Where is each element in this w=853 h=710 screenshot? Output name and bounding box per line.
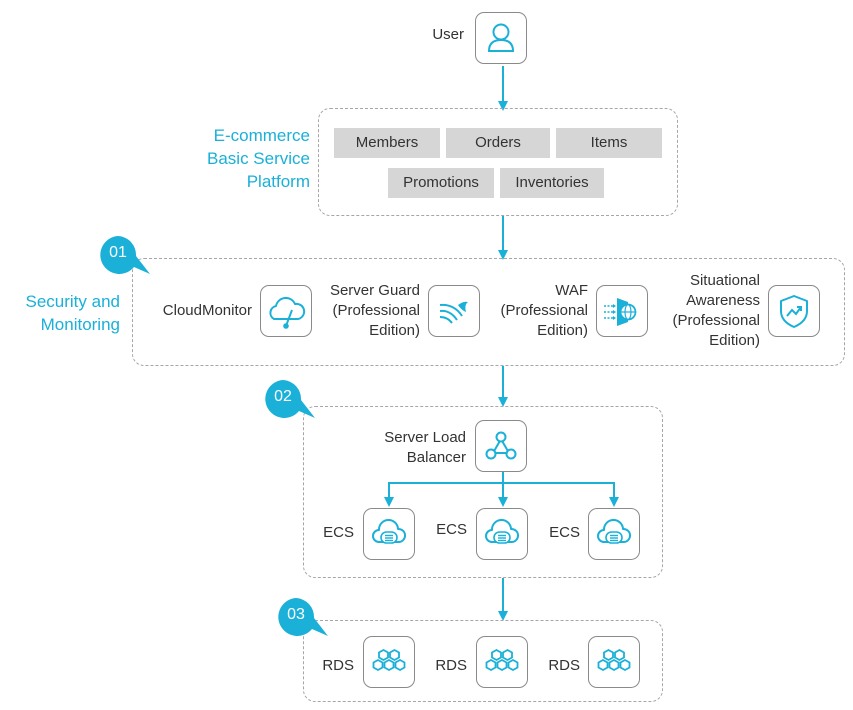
badge-shape [278,598,328,636]
waf-label-line: Edition) [537,322,588,339]
user-label: User [432,26,464,43]
slb-label-line: Balancer [406,449,466,466]
ecs-icon-box-3 [588,508,640,560]
server-guard-label-line: Edition) [369,322,420,339]
server-guard-icon [439,301,468,324]
chip-promotions: Promotions [388,168,494,198]
arrow-slb-to-ecs-right [503,482,619,507]
waf-label: WAF (Professional Edition) [478,281,588,341]
security-badge-number: 01 [109,244,127,261]
database-badge-number: 03 [287,606,305,623]
server-guard-label-line: Server Guard [329,282,420,299]
waf-icon-box [596,285,648,337]
arrow-slb-to-ecs-left [384,482,503,507]
ecs-label-1: ECS [323,524,354,541]
rds-icon-box-3 [588,636,640,688]
security-title-line: Security and [25,292,121,311]
chip-inventories: Inventories [500,168,604,198]
ecs-icon-box-1 [363,508,415,560]
compute-badge-number: 02 [274,388,292,405]
platform-title-line: Basic Service [207,149,310,168]
cloudmonitor-label: CloudMonitor [140,301,252,321]
cloudmonitor-label-line: CloudMonitor [162,302,252,319]
situational-awareness-label-line: Edition) [709,332,760,349]
ecs-icon [597,519,631,544]
ecs-icon-box-2 [476,508,528,560]
security-title-line: Monitoring [40,315,120,334]
cloudmonitor-icon-box [260,285,312,337]
user-icon [487,23,515,52]
situational-awareness-icon [780,295,808,328]
situational-awareness-icon-box [768,285,820,337]
slb-label-line: Server Load [384,429,466,446]
ecs-label-3: ECS [549,524,580,541]
situational-awareness-label-line: Situational [689,272,760,289]
rds-label-2: RDS [435,657,467,674]
situational-awareness-label-line: (Professional [672,312,760,329]
slb-icon-box [475,420,527,472]
waf-label-line: (Professional [500,302,588,319]
waf-label-line: WAF [555,282,588,299]
user-icon-box [475,12,527,64]
ecs-icon [485,519,519,544]
server-guard-label: Server Guard (Professional Edition) [310,281,420,341]
ecs-icon [372,519,406,544]
platform-title-line: Platform [246,172,310,191]
situational-awareness-label: Situational Awareness (Professional Edit… [640,271,760,351]
server-guard-icon-box [428,285,480,337]
chip-items: Items [556,128,662,158]
situational-awareness-label-line: Awareness [686,292,760,309]
compute-container [303,406,663,578]
rds-icon [597,648,631,672]
cloudmonitor-icon [269,296,306,329]
rds-icon-box-2 [476,636,528,688]
platform-title-line: E-commerce [213,126,310,145]
platform-title: E-commerce Basic Service Platform [160,124,310,193]
security-badge: 01 [96,234,150,274]
compute-badge: 02 [261,378,315,418]
ecs-label-2: ECS [436,521,467,538]
slb-label: Server Load Balancer [350,428,466,468]
rds-icon [372,648,406,672]
waf-icon [604,298,637,326]
slb-icon [485,431,517,460]
security-container [132,258,845,366]
rds-label-3: RDS [548,657,580,674]
security-title: Security and Monitoring [0,290,121,336]
rds-icon-box-1 [363,636,415,688]
chip-members: Members [334,128,440,158]
badge-shape [100,236,150,274]
database-container [303,620,663,702]
database-badge: 03 [274,596,328,636]
badge-shape [265,380,315,418]
rds-icon [485,648,519,672]
server-guard-label-line: (Professional [332,302,420,319]
rds-label-1: RDS [322,657,354,674]
chip-orders: Orders [446,128,550,158]
platform-container [318,108,678,216]
